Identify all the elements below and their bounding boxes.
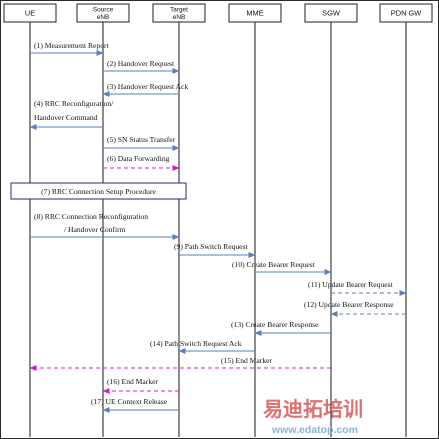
message-label-m16: (16) End Marker: [107, 377, 158, 386]
entity-label-sgw: SGW: [322, 9, 340, 18]
message-label-m13: (13) Create Bearer Response: [231, 320, 319, 329]
entity-label-pdn: PDN GW: [391, 9, 421, 18]
entity-box-target: [152, 3, 206, 23]
message-label-m14: (14) Path Switch Request Ack: [150, 339, 242, 348]
message-label-m15: (15) End Marker: [221, 356, 272, 365]
message-label-m3: (3) Handover Request Ack: [107, 82, 188, 91]
message-label-m6: (6) Data Forwarding: [107, 154, 170, 163]
procedure-label: (7) RRC Connection Setup Procedure: [41, 187, 156, 196]
message-label-m11: (11) Update Bearer Request: [308, 280, 394, 289]
entity-sublabel-source: eNB: [97, 14, 109, 21]
messages: (1) Measurement Report (2) Handover Reque…: [29, 41, 407, 413]
procedure-box: (7) RRC Connection Setup Procedure: [10, 182, 187, 200]
message-label-m12: (12) Update Bearer Response: [304, 300, 394, 309]
message-label-m9: (9) Path Switch Request: [174, 242, 248, 251]
watermark-brand: 易迪拓培训: [263, 397, 363, 421]
watermark-url: www.edatop.com: [271, 424, 358, 436]
message-label-m5: (5) SN Status Transfer: [107, 135, 176, 144]
message-label-m8-line2: / Handover Confirm: [64, 225, 126, 234]
entity-label-target: Target: [170, 7, 188, 14]
entity-label-ue: UE: [25, 9, 35, 18]
message-label-m1: (1) Measurement Report: [34, 41, 110, 50]
entity-box-mme: [228, 3, 282, 23]
entity-box-sgw: [304, 3, 358, 23]
message-label-m17: (17) UE Context Release: [91, 397, 168, 406]
message-label-m10: (10) Create Bearer Request: [232, 260, 316, 269]
message-label-m4-line1: (4) RRC Reconfiguration/: [34, 99, 114, 108]
entity-box-pdn: [379, 3, 433, 23]
entity-label-mme: MME: [246, 9, 263, 18]
entity-label-source: Source: [93, 7, 114, 14]
message-label-m8-line1: (8) RRC Connection Reconfiguration: [34, 212, 148, 221]
entity-sublabel-target: eNB: [173, 14, 185, 21]
entity-box-source: [76, 3, 130, 23]
message-label-m2: (2) Handover Request: [107, 59, 175, 68]
entity-box-ue: [3, 3, 57, 23]
message-label-m4-line2: Handover Command: [34, 113, 98, 122]
watermark: 易迪拓培训 www.edatop.com: [263, 397, 363, 436]
